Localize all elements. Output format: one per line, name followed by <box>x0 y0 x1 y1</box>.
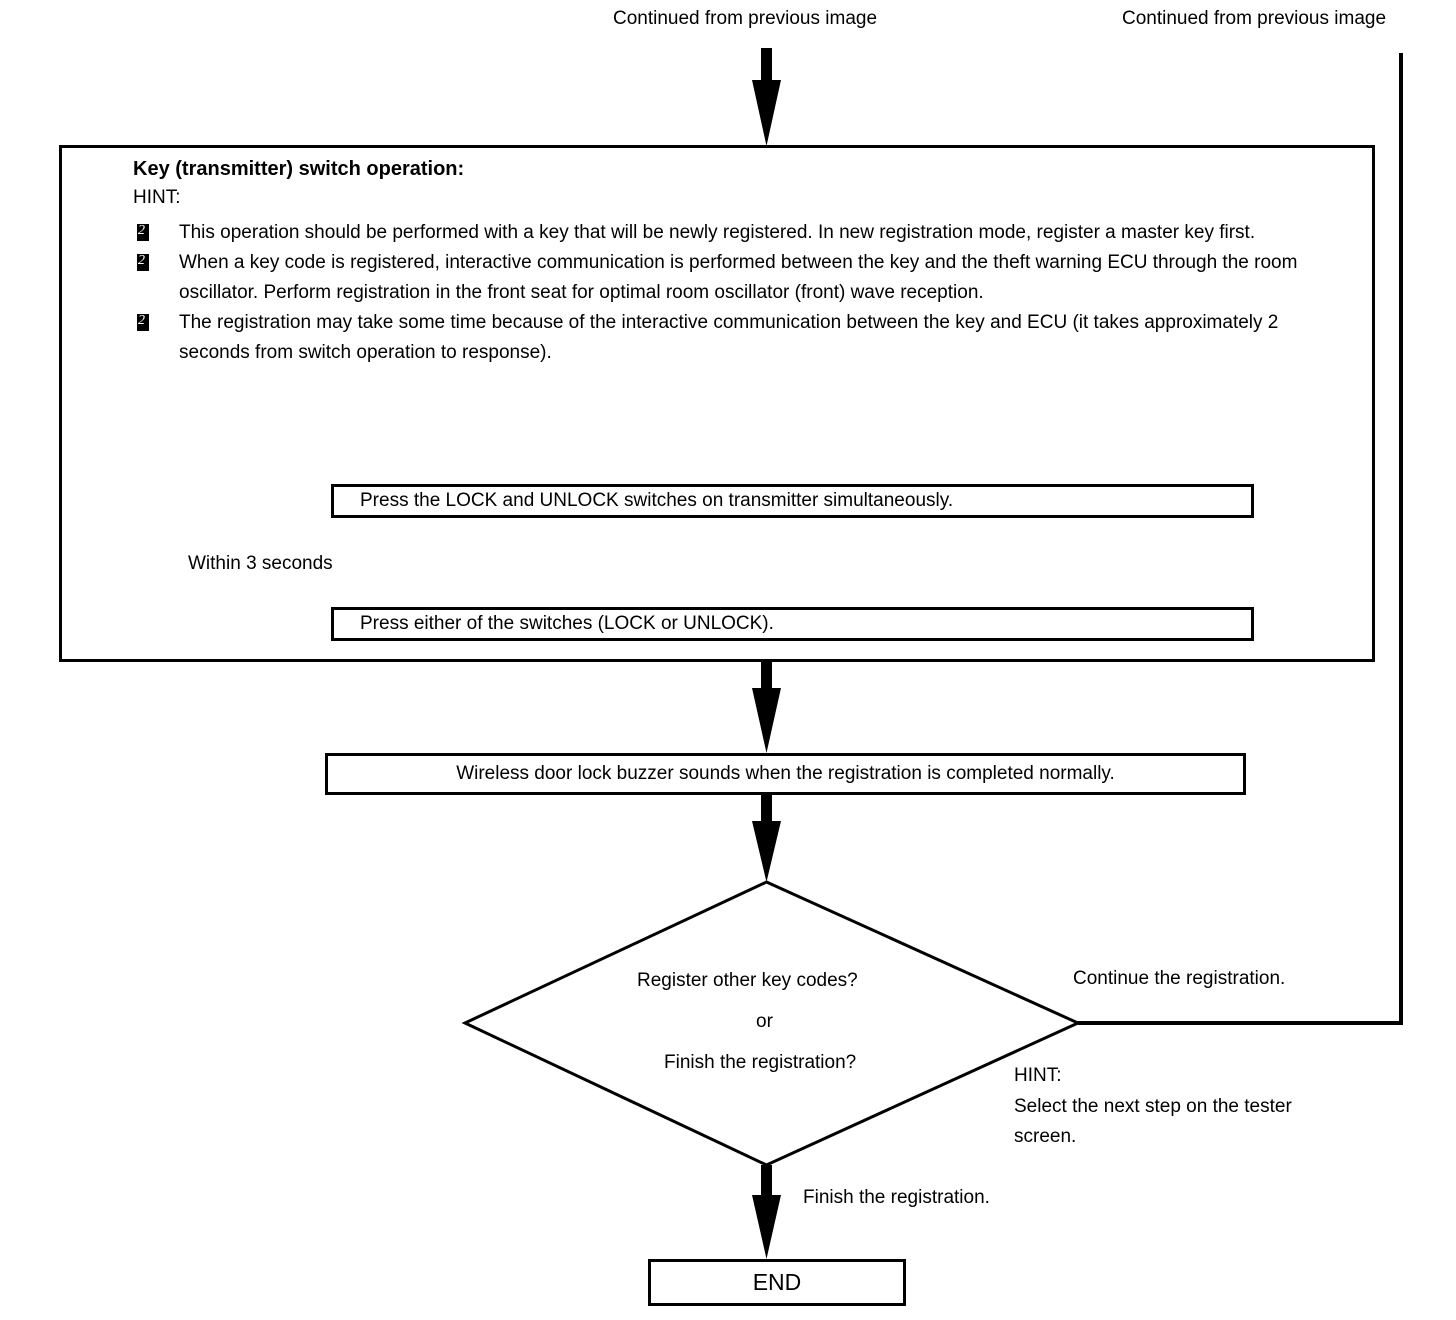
bullet-tofu-icon <box>133 308 179 338</box>
bullet-tofu-icon <box>133 218 179 248</box>
arrow-decision-to-end <box>752 1165 781 1259</box>
end-box: END <box>648 1259 906 1306</box>
continued-from-previous-image-left: Continued from previous image <box>613 8 878 29</box>
branch-label-finish-registration: Finish the registration. <box>803 1187 990 1208</box>
hint-item: This operation should be performed with … <box>133 218 1343 248</box>
hint-item-text: The registration may take some time beca… <box>179 312 1279 363</box>
end-box-label: END <box>752 1269 802 1295</box>
step-box-press-lock-and-unlock: Press the LOCK and UNLOCK switches on tr… <box>331 484 1254 518</box>
step-box-press-either-switch: Press either of the switches (LOCK or UN… <box>331 607 1254 641</box>
branch-hint-label: HINT: <box>1014 1065 1062 1086</box>
panel-heading: Key (transmitter) switch operation: <box>133 158 465 180</box>
step-box-buzzer-sounds: Wireless door lock buzzer sounds when th… <box>325 753 1246 795</box>
decision-text-line-1: Register other key codes? <box>637 970 858 991</box>
decision-text-line-2: or <box>756 1011 773 1032</box>
decision-text-line-3: Finish the registration? <box>664 1052 857 1073</box>
step-box-text: Wireless door lock buzzer sounds when th… <box>456 763 1115 784</box>
continued-from-previous-image-right: Continued from previous image <box>1122 8 1387 29</box>
hint-item: The registration may take some time beca… <box>133 308 1343 368</box>
hint-item-text: When a key code is registered, interacti… <box>179 252 1298 303</box>
step-box-text: Press the LOCK and UNLOCK switches on tr… <box>360 490 954 511</box>
step-box-text: Press either of the switches (LOCK or UN… <box>360 613 774 634</box>
arrow-buzzer-to-decision <box>752 795 781 882</box>
panel-hint-list: This operation should be performed with … <box>133 218 1343 368</box>
within-3-seconds-label: Within 3 seconds <box>188 553 333 574</box>
hint-item: When a key code is registered, interacti… <box>133 248 1343 308</box>
arrow-top-into-panel <box>752 48 781 146</box>
bullet-tofu-icon <box>133 248 179 278</box>
hint-item-text: This operation should be performed with … <box>179 222 1256 243</box>
branch-hint-text: Select the next step on the tester scree… <box>1014 1096 1292 1147</box>
key-switch-operation-panel <box>59 145 1375 662</box>
arrow-panel-to-buzzer <box>752 662 781 753</box>
panel-hint-label: HINT: <box>133 187 181 208</box>
branch-label-continue-registration: Continue the registration. <box>1073 968 1286 989</box>
